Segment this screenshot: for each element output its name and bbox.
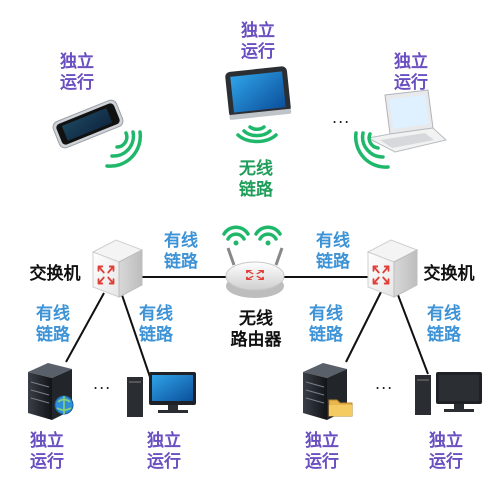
label-wireless-link: 无线 链路 <box>239 159 273 200</box>
label-switch-right: 交换机 <box>423 264 475 284</box>
smartphone-icon <box>52 99 124 149</box>
label-independent-run-phone: 独立 运行 <box>60 52 94 93</box>
server-icon <box>303 363 353 420</box>
label-independent-run-left-server: 独立 运行 <box>30 431 64 472</box>
server-icon <box>28 363 74 420</box>
label-wired-link-left-desktop: 有线 链路 <box>139 304 173 345</box>
wired-connections <box>65 276 429 378</box>
wifi-signal-icon <box>236 125 278 144</box>
label-wireless-router: 无线 路由器 <box>230 309 282 350</box>
label-independent-run-laptop: 独立 运行 <box>394 52 428 93</box>
switch-icon <box>366 239 419 298</box>
wire-left-switch-server <box>65 292 105 363</box>
ellipsis-bottom-right: ... <box>375 374 394 393</box>
label-wired-link-top-left: 有线 链路 <box>164 231 198 272</box>
router-icon <box>225 247 285 298</box>
label-wired-link-top-right: 有线 链路 <box>316 231 350 272</box>
tablet-icon <box>225 66 292 120</box>
wifi-signal-icon <box>222 225 282 246</box>
label-wired-link-right-desktop: 有线 链路 <box>427 304 461 345</box>
label-switch-left: 交换机 <box>29 264 81 284</box>
ellipsis-bottom-left: ... <box>93 374 112 393</box>
wifi-signal-icon <box>353 131 390 169</box>
wire-left-switch-desktop <box>121 294 151 378</box>
wifi-signal-icon <box>105 130 143 168</box>
switch-icon <box>91 239 144 298</box>
label-independent-run-right-desktop: 独立 运行 <box>429 431 463 472</box>
wire-right-switch-desktop <box>397 294 429 375</box>
label-independent-run-right-server: 独立 运行 <box>305 431 339 472</box>
laptop-icon <box>366 89 448 153</box>
wire-right-switch-server <box>345 291 382 363</box>
label-wired-link-left-server: 有线 链路 <box>36 304 70 345</box>
label-independent-run-tablet: 独立 运行 <box>241 21 275 62</box>
ellipsis-top: ... <box>332 108 351 127</box>
label-independent-run-left-desktop: 独立 运行 <box>147 431 181 472</box>
label-wired-link-right-server: 有线 链路 <box>309 304 343 345</box>
desktop-computer-icon <box>127 372 196 417</box>
desktop-computer-icon <box>415 372 482 415</box>
